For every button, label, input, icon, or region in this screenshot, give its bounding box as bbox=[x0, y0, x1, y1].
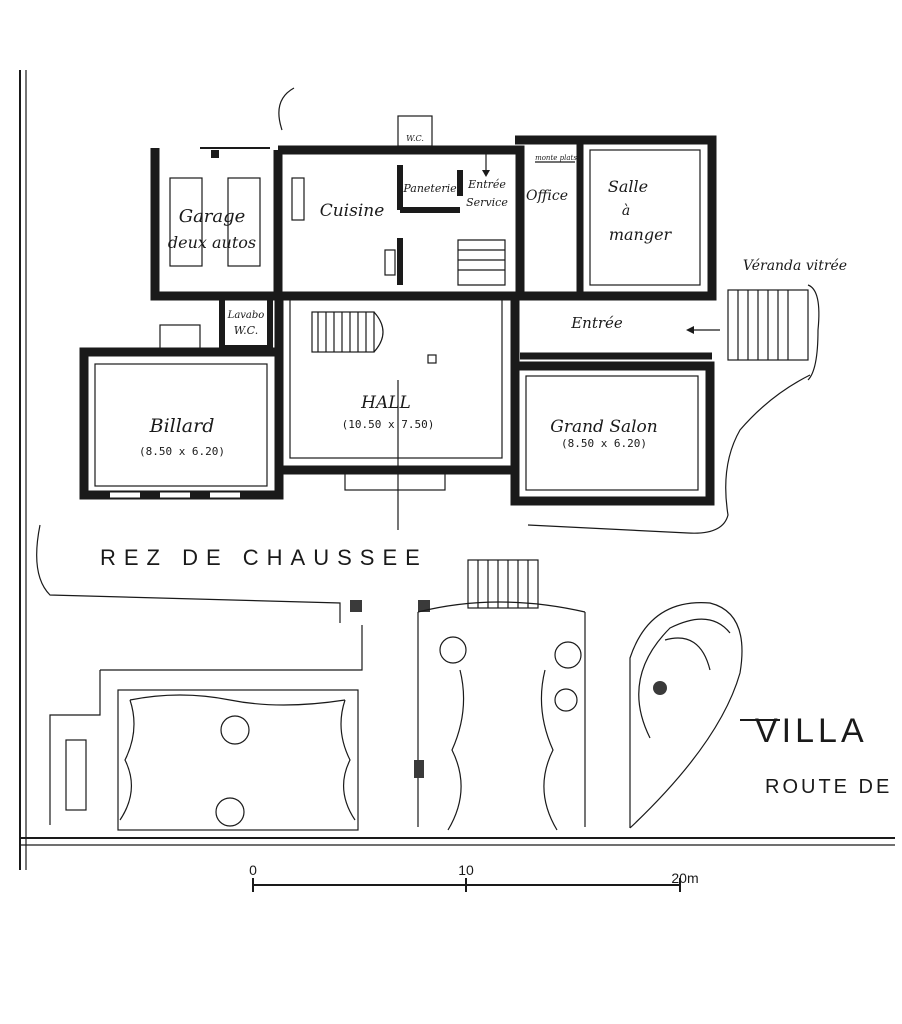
garden-left bbox=[49, 625, 363, 831]
label-lavabo: Lavabo bbox=[227, 310, 265, 321]
lavabo-wc-room bbox=[159, 293, 273, 351]
label-villa: VILLA bbox=[755, 712, 868, 750]
label-cuisine: Cuisine bbox=[320, 201, 385, 221]
label-billard: Billard bbox=[149, 415, 215, 437]
label-wc-top: W.C. bbox=[406, 134, 424, 143]
dining-block bbox=[515, 135, 717, 301]
label-office: Office bbox=[526, 188, 568, 204]
scale-bar: 0 10 20m bbox=[249, 862, 699, 892]
terrace bbox=[36, 524, 539, 623]
label-monte-plats: monte plats bbox=[535, 154, 577, 162]
label-entree-service: Entrée bbox=[467, 178, 506, 191]
page-frame bbox=[19, 70, 895, 870]
label-salle-manger: manger bbox=[609, 225, 673, 244]
label-hall: HALL bbox=[360, 393, 411, 413]
entree-corridor bbox=[515, 295, 720, 360]
veranda-stairs bbox=[527, 284, 820, 534]
label-entree-service-sub: Service bbox=[466, 196, 508, 209]
label-grand-salon-dim: (8.50 x 6.20) bbox=[561, 437, 647, 450]
plan-title: REZ DE CHAUSSEE bbox=[100, 545, 428, 570]
label-salle: Salle bbox=[608, 177, 648, 196]
label-paneterie: Paneterie bbox=[402, 182, 457, 195]
scale-label-20m: 20m bbox=[671, 870, 698, 886]
label-garage-sub: deux autos bbox=[168, 233, 256, 252]
label-route: ROUTE DE bbox=[765, 776, 892, 798]
garden-middle bbox=[414, 601, 586, 831]
label-salle-a: à bbox=[622, 203, 630, 219]
service-block bbox=[273, 87, 525, 301]
label-grand-salon: Grand Salon bbox=[550, 417, 657, 437]
scale-label-0: 0 bbox=[249, 862, 257, 878]
label-veranda: Véranda vitrée bbox=[743, 258, 847, 274]
label-lavabo-wc: W.C. bbox=[234, 324, 258, 337]
hall-room bbox=[274, 295, 520, 530]
garden-right bbox=[629, 602, 743, 829]
label-hall-dim: (10.50 x 7.50) bbox=[342, 418, 435, 431]
grand-salon-room bbox=[510, 361, 715, 506]
label-billard-dim: (8.50 x 6.20) bbox=[139, 445, 225, 458]
label-garage: Garage bbox=[179, 206, 246, 227]
label-entree: Entrée bbox=[570, 314, 623, 332]
scale-label-10: 10 bbox=[458, 862, 474, 878]
